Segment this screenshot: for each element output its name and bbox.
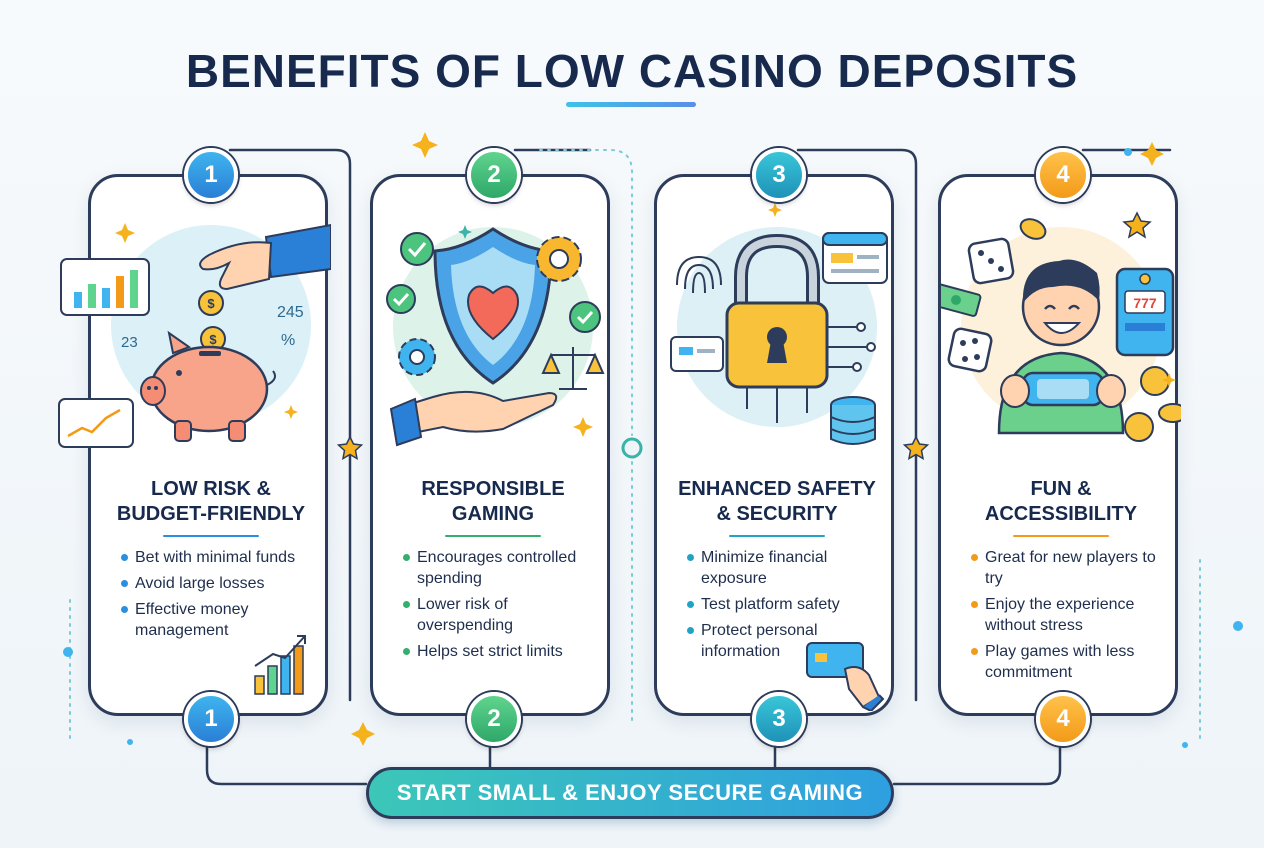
bar-chart-icon: [60, 258, 150, 316]
bullet-list: Bet with minimal funds Avoid large losse…: [121, 547, 321, 646]
card-title-line: RESPONSIBLE: [421, 478, 565, 500]
illustration-number: 245: [277, 304, 304, 321]
card-title-line: GAMING: [451, 503, 535, 525]
list-item: Play games with less commitment: [971, 641, 1171, 683]
step-badge-1: 1: [184, 148, 238, 202]
list-item: Avoid large losses: [121, 573, 321, 594]
hand-icon: [199, 223, 331, 291]
gear-icon: [398, 236, 582, 376]
card-title-line: BUDGET-FRIENDLY: [116, 503, 306, 525]
bottom-banner: START SMALL & ENJOY SECURE GAMING: [366, 767, 894, 819]
list-item: Test platform safety: [687, 594, 887, 615]
page-title: BENEFITS OF LOW CASINO DEPOSITS: [185, 45, 1079, 97]
list-item: Effective money management: [121, 599, 321, 641]
card-reader-icon: [670, 336, 724, 372]
step-badge-4: 4: [1036, 148, 1090, 202]
list-item: Enjoy the experience without stress: [971, 594, 1171, 636]
dice-icon: [947, 237, 1015, 373]
step-badge-2: 2: [467, 148, 521, 202]
illustration-number: 23: [121, 334, 138, 351]
cash-icon: [941, 283, 982, 317]
piggy-bank-icon: [140, 330, 276, 442]
star-icon: [336, 435, 930, 460]
svg-text:$: $: [207, 296, 215, 311]
slot-machine-icon: 777: [1115, 267, 1175, 357]
step-badge-3-bottom: 3: [752, 692, 806, 746]
bullet-list: Minimize financial exposure Test platfor…: [687, 547, 887, 667]
benefit-card-2: RESPONSIBLE GAMING Encourages controlled…: [370, 174, 610, 716]
card-title-line: & SECURITY: [716, 503, 838, 525]
database-icon: [830, 396, 876, 445]
card-illustration: $ $ 245 % 23: [111, 223, 331, 442]
card-illustration: 777: [941, 211, 1181, 442]
bullet-list: Great for new players to try Enjoy the e…: [971, 547, 1171, 688]
list-item: Great for new players to try: [971, 547, 1171, 589]
card-divider: [445, 535, 541, 537]
browser-window-icon: [822, 232, 888, 284]
card-title: RESPONSIBLE GAMING: [373, 477, 613, 527]
card-title-line: FUN &: [1030, 478, 1092, 500]
step-badge-3: 3: [752, 148, 806, 202]
credit-card-icon: [806, 642, 885, 711]
happy-gamer-icon: [997, 259, 1126, 435]
card-title-line: ENHANCED SAFETY: [678, 478, 876, 500]
card-title: ENHANCED SAFETY & SECURITY: [657, 477, 897, 527]
checkmark-icon: [386, 232, 601, 333]
list-item: Lower risk of overspending: [403, 594, 603, 636]
title-underline: [566, 102, 696, 107]
line-chart-icon: [58, 398, 134, 448]
step-badge-2-bottom: 2: [467, 692, 521, 746]
step-badge-4-bottom: 4: [1036, 692, 1090, 746]
list-item: Minimize financial exposure: [687, 547, 887, 589]
benefit-card-3: ENHANCED SAFETY & SECURITY Minimize fina…: [654, 174, 894, 716]
card-title: LOW RISK & BUDGET-FRIENDLY: [91, 477, 331, 527]
sparkle-icon: [351, 132, 1164, 746]
card-title-line: ACCESSIBILITY: [984, 503, 1138, 525]
list-item: Helps set strict limits: [403, 641, 603, 662]
card-divider: [729, 535, 825, 537]
step-badge-1-bottom: 1: [184, 692, 238, 746]
card-divider: [163, 535, 259, 537]
padlock-icon: [725, 233, 829, 389]
benefit-card-4: 777 FUN & ACCESSIBILITY Great for new pl…: [938, 174, 1181, 716]
connector-node: [621, 437, 643, 459]
card-illustration: [386, 225, 605, 447]
card-illustration: [670, 203, 888, 445]
svg-text:$: $: [209, 332, 217, 347]
card-title-line: LOW RISK &: [151, 478, 271, 500]
shield-heart-icon: [433, 227, 553, 385]
scales-icon: [541, 347, 605, 390]
card-title: FUN & ACCESSIBILITY: [941, 477, 1181, 527]
card-divider: [1013, 535, 1109, 537]
list-item: Bet with minimal funds: [121, 547, 321, 568]
bullet-list: Encourages controlled spending Lower ris…: [403, 547, 603, 667]
bar-chart-icon: [254, 635, 306, 695]
list-item: Protect personal information: [687, 620, 887, 662]
fingerprint-icon: [676, 255, 722, 294]
open-hand-icon: [389, 390, 558, 447]
slot-reels-text: 777: [1133, 295, 1157, 311]
illustration-percent: %: [281, 332, 295, 349]
list-item: Encourages controlled spending: [403, 547, 603, 589]
